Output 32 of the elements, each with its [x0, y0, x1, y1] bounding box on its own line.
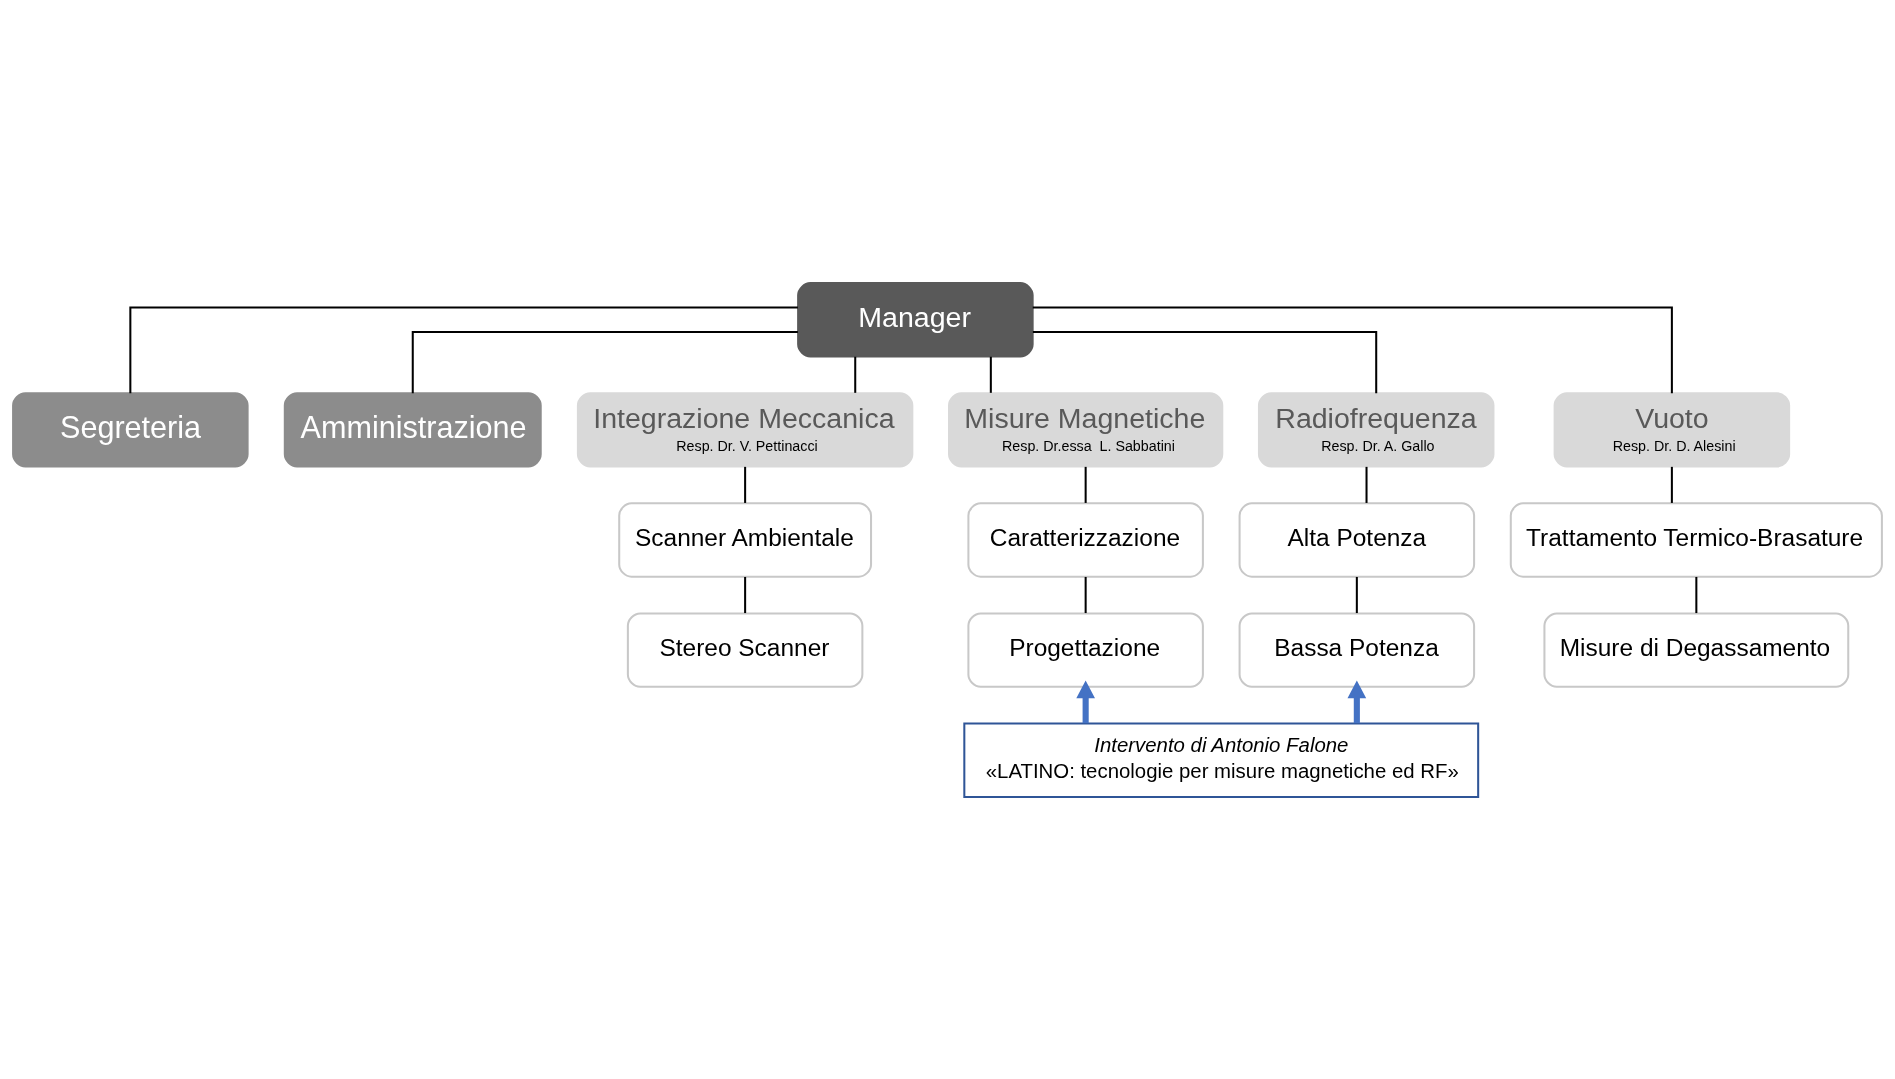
connector [744, 466, 747, 503]
connector [1084, 576, 1087, 613]
node-box: Scanner Ambientale [618, 501, 873, 578]
node-box: Progettazione [967, 611, 1204, 688]
node-box: Trattamento Termico-Brasature [1509, 501, 1883, 578]
connector [1670, 466, 1673, 503]
arrow [1076, 680, 1095, 723]
node-box: Stereo Scanner [626, 611, 864, 688]
node-box: Alta Potenza [1238, 501, 1476, 578]
node-box: Radiofrequenza Resp. Dr. A. Gallo [1257, 391, 1495, 468]
connector [129, 306, 798, 393]
node-box: Caratterizzazione [967, 501, 1204, 578]
node-box: Intervento di Antonio Falone «LATINO: tecnologie per misure magnetiche ed RF» [963, 722, 1480, 798]
node-box: Amministrazione [283, 391, 542, 468]
connector [1084, 466, 1087, 503]
connector [411, 330, 798, 393]
connector [1032, 330, 1378, 393]
node-box: Bassa Potenza [1238, 611, 1476, 688]
node-box: Misure di Degassamento [1543, 611, 1850, 688]
connector [1355, 576, 1358, 613]
node-box: Segreteria [12, 391, 249, 468]
connector [1032, 306, 1673, 393]
connector [1365, 466, 1368, 503]
connector [989, 356, 992, 393]
connector [744, 576, 747, 613]
node-box: Misure Magnetiche Resp. Dr.essa L. Sabbatini [948, 391, 1224, 468]
connector [1695, 576, 1698, 613]
node-box: Integrazione Meccanica Resp. Dr. V. Pettinacci [576, 391, 914, 468]
arrow [1347, 680, 1367, 723]
node-box: Manager [797, 281, 1034, 357]
connector [854, 356, 857, 393]
node-box: Vuoto Resp. Dr. D. Alesini [1553, 391, 1791, 468]
